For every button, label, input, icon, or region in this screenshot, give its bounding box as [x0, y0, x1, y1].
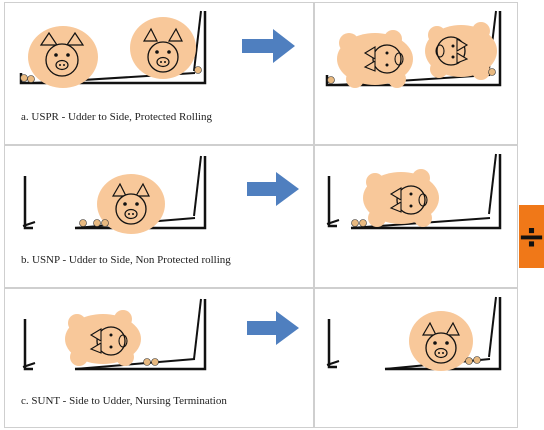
sow-front-2 — [130, 17, 196, 79]
piglets — [465, 356, 481, 365]
sow-front-3 — [97, 174, 165, 234]
divide-widget[interactable]: ÷ — [519, 205, 544, 268]
cell-c-before: c. SUNT - Side to Udder, Nursing Termina… — [4, 288, 314, 428]
sow-front-1 — [28, 26, 98, 88]
transition-arrow — [242, 29, 295, 63]
cell-b-after — [314, 145, 518, 288]
pen-scene-c-before — [22, 298, 299, 371]
sow-side-2 — [425, 22, 497, 80]
piglets — [351, 219, 367, 227]
pen-scene-a-after — [325, 10, 502, 88]
caption-b: b. USNP - Udder to Side, Non Protected r… — [21, 254, 231, 266]
caption-a: a. USPR - Udder to Side, Protected Rolli… — [21, 111, 212, 123]
pen-protection-rail — [193, 10, 202, 72]
cell-a-before: a. USPR - Udder to Side, Protected Rolli… — [4, 2, 314, 145]
sow-side-3 — [363, 169, 439, 227]
cell-b-before: b. USNP - Udder to Side, Non Protected r… — [4, 145, 314, 288]
pen-scene-b-before — [22, 155, 299, 234]
piglets — [20, 66, 202, 83]
divide-icon: ÷ — [519, 216, 544, 257]
sow-side-1 — [337, 30, 413, 88]
piglets — [79, 219, 109, 227]
pen-scene-b-after — [326, 153, 502, 230]
cell-c-after — [314, 288, 518, 428]
piglets — [143, 358, 159, 366]
piglets — [327, 68, 496, 84]
sow-front-4 — [409, 311, 473, 371]
caption-c: c. SUNT - Side to Udder, Nursing Termina… — [21, 395, 227, 407]
cell-a-after — [314, 2, 518, 145]
transition-arrow — [247, 311, 299, 345]
pen-scene-a-before — [19, 10, 295, 88]
sow-side-4 — [65, 310, 141, 366]
transition-arrow — [247, 172, 299, 206]
pen-scene-c-after — [326, 296, 502, 371]
